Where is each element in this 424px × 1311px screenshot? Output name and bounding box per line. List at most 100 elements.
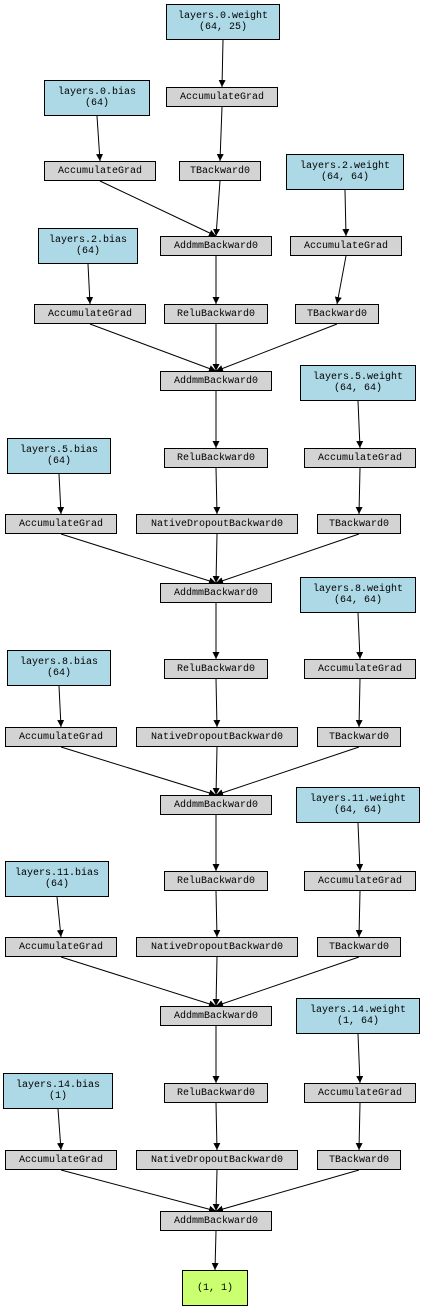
edge-arrow: [60, 746, 217, 797]
parameter-node: layers.8.weight(64, 64): [300, 577, 416, 613]
grad-fn-node: AccumulateGrad: [5, 514, 117, 534]
grad-fn-node: TBackward0: [179, 161, 261, 181]
node-label: layers.8.weight: [312, 584, 403, 595]
parameter-node: layers.8.bias(64): [7, 650, 111, 686]
edge-arrow: [215, 1169, 360, 1213]
node-label: ReluBackward0: [176, 452, 255, 464]
node-label: layers.0.bias: [57, 87, 136, 98]
node-shape: (64, 64): [320, 172, 369, 183]
node-label: AccumulateGrad: [18, 731, 103, 743]
node-label: NativeDropoutBackward0: [150, 941, 284, 953]
node-label: TBackward0: [306, 308, 367, 320]
node-label: layers.11.bias: [14, 868, 99, 879]
edge-arrow: [213, 678, 221, 728]
parameter-node: layers.5.weight(64, 64): [300, 365, 416, 401]
node-label: layers.5.weight: [312, 372, 403, 383]
grad-fn-node: AccumulateGrad: [304, 1083, 416, 1103]
node-label: AccumulateGrad: [179, 91, 264, 103]
node-label: ReluBackward0: [176, 1087, 255, 1099]
node-label: TBackward0: [328, 1154, 389, 1166]
edge-arrow: [96, 115, 104, 162]
parameter-node: layers.2.bias(64): [38, 228, 138, 264]
node-label: layers.0.weight: [177, 11, 268, 22]
node-shape: (64): [75, 246, 100, 257]
grad-fn-node: AddmmBackward0: [160, 795, 272, 815]
edge-arrow: [213, 890, 221, 938]
node-shape: (64, 64): [333, 595, 382, 606]
node-label: AddmmBackward0: [173, 1010, 258, 1022]
grad-fn-node: AddmmBackward0: [160, 1006, 272, 1026]
parameter-node: layers.0.bias(64): [44, 80, 150, 116]
edge-arrow: [215, 533, 360, 585]
grad-fn-node: ReluBackward0: [164, 448, 268, 468]
node-label: layers.5.bias: [19, 445, 98, 456]
node-label: layers.14.bias: [15, 1080, 100, 1091]
grad-fn-node: AccumulateGrad: [5, 1150, 117, 1170]
parameter-node: layers.14.weight(1, 64): [296, 998, 420, 1034]
node-label: AddmmBackward0: [173, 587, 258, 599]
node-label: layers.2.bias: [48, 235, 127, 246]
edge-arrow: [212, 956, 220, 1007]
edge-arrow: [213, 1102, 221, 1151]
node-label: layers.11.weight: [309, 794, 406, 805]
edge-arrow: [215, 956, 360, 1008]
parameter-node: layers.11.weight(64, 64): [296, 787, 420, 823]
grad-fn-node: ReluBackward0: [164, 304, 268, 324]
edge-arrow: [211, 1230, 219, 1271]
edge-arrow: [355, 1102, 363, 1151]
node-label: TBackward0: [328, 941, 389, 953]
node-label: AccumulateGrad: [317, 875, 402, 887]
edge-arrow: [216, 106, 224, 162]
node-label: AccumulateGrad: [18, 941, 103, 953]
parameter-node: layers.11.bias(64): [5, 861, 109, 897]
edge-arrow: [56, 896, 64, 938]
edge-arrow: [355, 678, 363, 728]
edge-arrow: [218, 39, 226, 88]
grad-fn-node: AccumulateGrad: [34, 304, 146, 324]
node-shape: (64, 64): [333, 383, 382, 394]
node-shape: (64): [84, 98, 109, 109]
node-label: AccumulateGrad: [317, 1087, 402, 1099]
edge-arrow: [56, 1108, 64, 1151]
grad-fn-node: NativeDropoutBackward0: [136, 937, 298, 957]
edge-arrow: [215, 746, 360, 797]
parameter-node: layers.0.weight(64, 25): [166, 4, 280, 40]
grad-fn-node: AccumulateGrad: [304, 659, 416, 679]
node-label: AccumulateGrad: [47, 308, 132, 320]
node-label: TBackward0: [328, 731, 389, 743]
edge-arrow: [60, 533, 217, 585]
node-shape: (64): [46, 668, 71, 679]
node-label: AddmmBackward0: [173, 240, 258, 252]
node-shape: (64, 25): [198, 22, 247, 33]
parameter-node: layers.5.bias(64): [7, 438, 111, 474]
node-label: NativeDropoutBackward0: [150, 1154, 284, 1166]
grad-fn-node: AccumulateGrad: [166, 87, 278, 107]
node-shape: (64): [46, 456, 71, 467]
node-label: AddmmBackward0: [173, 375, 258, 387]
node-label: AccumulateGrad: [18, 518, 103, 530]
edge-arrow: [60, 956, 217, 1008]
node-label: (1, 1): [196, 1282, 233, 1294]
edge-arrow: [356, 612, 364, 660]
edge-arrow: [334, 255, 347, 305]
edge-arrow: [356, 822, 364, 872]
node-label: ReluBackward0: [176, 308, 255, 320]
grad-fn-node: AccumulateGrad: [5, 937, 117, 957]
node-label: layers.2.weight: [299, 161, 390, 172]
node-label: AccumulateGrad: [317, 452, 402, 464]
grad-fn-node: ReluBackward0: [164, 871, 268, 891]
node-label: AddmmBackward0: [173, 799, 258, 811]
edge-arrow: [355, 467, 363, 515]
node-label: AccumulateGrad: [18, 1154, 103, 1166]
edge-arrow: [215, 323, 338, 372]
node-label: AccumulateGrad: [317, 663, 402, 675]
node-label: AddmmBackward0: [173, 1215, 258, 1227]
edge-arrow: [99, 180, 217, 237]
grad-fn-node: AccumulateGrad: [290, 236, 402, 256]
grad-fn-node: AddmmBackward0: [160, 236, 272, 256]
node-label: ReluBackward0: [176, 663, 255, 675]
edge-arrow: [57, 685, 65, 728]
parameter-node: layers.14.bias(1): [3, 1073, 113, 1109]
node-label: TBackward0: [328, 518, 389, 530]
edge-arrow: [355, 890, 363, 938]
